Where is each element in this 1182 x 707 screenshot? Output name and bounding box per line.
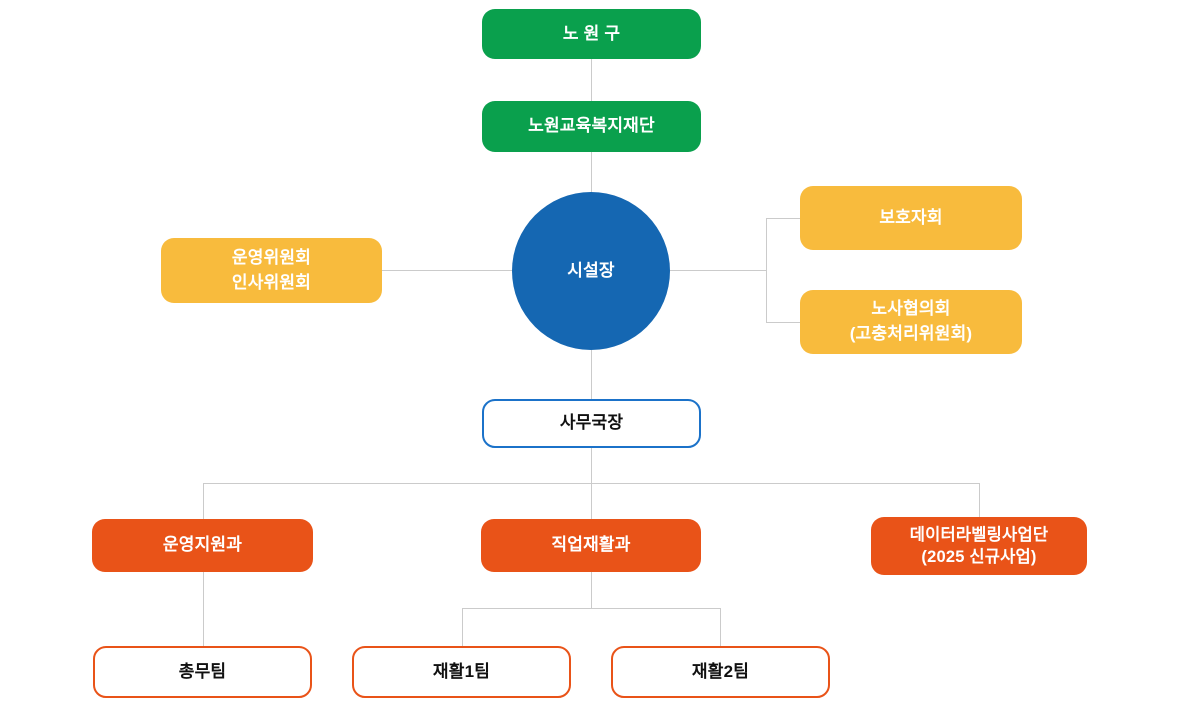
connector-rehab-horizontal (462, 608, 720, 609)
org-node-team-rehab2: 재활2팀 (611, 646, 830, 698)
connector-to-dept-support (203, 483, 204, 520)
org-node-committee-line2: 인사위원회 (231, 272, 312, 292)
connector-to-dept-data (979, 483, 980, 518)
connector-right-branch-vertical (766, 218, 767, 323)
org-node-dept-vocational-rehab-label: 직업재활과 (551, 535, 631, 555)
org-node-labor-council-line1: 노사협의회 (871, 299, 951, 319)
org-node-team-general-affairs-label: 총무팀 (178, 661, 227, 681)
connector-foundation-director (591, 152, 592, 193)
org-node-team-general-affairs: 총무팀 (93, 646, 312, 698)
org-node-dept-operation-support-label: 운영지원과 (162, 535, 243, 555)
org-node-foundation-label: 노원교육복지재단 (528, 116, 655, 136)
org-node-district: 노 원 구 (482, 9, 701, 59)
org-node-director: 시설장 (512, 192, 670, 350)
org-node-director-label: 시설장 (567, 260, 615, 280)
org-node-dept-data-labeling-line1: 데이터라벨링사업단 (909, 525, 1049, 544)
connector-support-team-admin (203, 571, 204, 647)
connector-branch-labor-council (766, 322, 802, 323)
org-node-labor-council: 노사협의회 (고충처리위원회) (800, 290, 1022, 354)
connector-to-dept-rehab (591, 483, 592, 520)
org-node-team-rehab1: 재활1팀 (352, 646, 571, 698)
org-node-dept-vocational-rehab: 직업재활과 (481, 519, 701, 572)
org-node-committee-line1: 운영위원회 (231, 247, 312, 267)
connector-rehab-stem (591, 571, 592, 608)
org-node-committee: 운영위원회 인사위원회 (161, 238, 382, 303)
connector-district-foundation (591, 59, 592, 102)
org-node-team-rehab1-label: 재활1팀 (432, 661, 491, 681)
org-node-guardians: 보호자회 (800, 186, 1022, 250)
org-node-labor-council-line2: (고충처리위원회) (849, 324, 973, 343)
connector-secretary-stem (591, 448, 592, 483)
org-node-secretary-general-label: 사무국장 (559, 413, 624, 433)
org-node-dept-data-labeling-line2: (2025 신규사업) (921, 548, 1037, 566)
org-node-dept-data-labeling: 데이터라벨링사업단 (2025 신규사업) (871, 517, 1087, 575)
org-node-secretary-general: 사무국장 (482, 399, 701, 448)
org-node-team-rehab2-label: 재활2팀 (691, 661, 750, 681)
org-node-district-label: 노 원 구 (562, 23, 621, 43)
connector-director-rightbranch (668, 270, 766, 271)
connector-director-secretary (591, 349, 592, 399)
org-node-guardians-label: 보호자회 (879, 207, 943, 227)
org-node-dept-operation-support: 운영지원과 (92, 519, 313, 572)
connector-to-team-rehab1 (462, 608, 463, 647)
connector-committee-director (380, 270, 513, 271)
org-node-foundation: 노원교육복지재단 (482, 101, 701, 152)
connector-branch-guardians (766, 218, 802, 219)
connector-to-team-rehab2 (720, 608, 721, 647)
